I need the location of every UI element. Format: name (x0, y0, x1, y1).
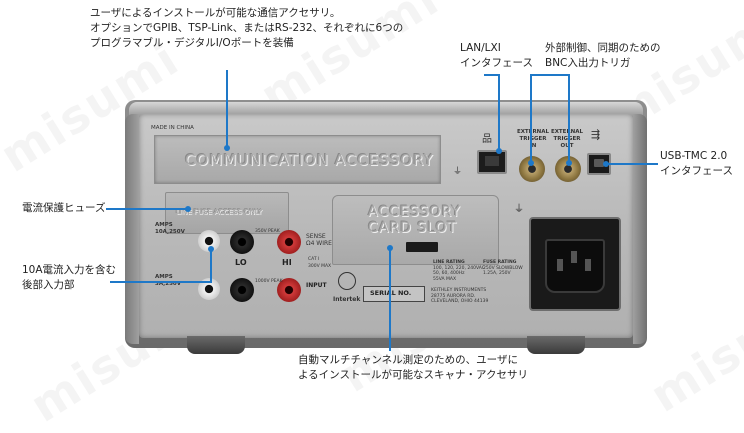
card-slot-line1: ACCESSORY (368, 204, 461, 220)
leader-trigger-v2 (568, 74, 570, 162)
ext-trigger-in-label: EXTERNAL TRIGGER IN (516, 129, 550, 149)
lo-jack-bottom[interactable] (230, 278, 254, 302)
sense-label: SENSE Ω4 WIRE (306, 233, 332, 247)
leader-dot (387, 245, 393, 251)
leader-dot (528, 160, 534, 166)
card-slot-line2: CARD SLOT (368, 220, 458, 236)
power-inlet-socket (545, 239, 605, 293)
hi-jack-top[interactable] (277, 230, 301, 254)
lo-jack-top[interactable] (230, 230, 254, 254)
communication-accessory-slot[interactable]: COMMUNICATION ACCESSORY (154, 135, 441, 184)
lo-label: LO (235, 258, 247, 267)
usb-icon: ⇶ (591, 128, 601, 141)
v350-label: 350V PEAK (255, 229, 280, 234)
leader-fuse (106, 208, 188, 210)
leader-trigger-v1 (530, 74, 532, 162)
leader-dot (208, 246, 214, 252)
leader-comm-accessory (226, 70, 228, 149)
leader-usb (605, 163, 658, 165)
serial-number-box: SERIAL NO. (363, 286, 425, 302)
callout-comm-accessory: ユーザによるインストールが可能な通信アクセサリ。 オプションでGPIB、TSP-… (90, 7, 404, 49)
lan-port[interactable] (477, 150, 507, 174)
fuse-cover-text: LINE FUSE ACCESS ONLY (176, 208, 263, 216)
chassis-ground-icon: ⏚ (514, 204, 524, 215)
leader-amps-h (110, 281, 212, 283)
fuse-cover[interactable]: LINE FUSE ACCESS ONLY (165, 192, 289, 234)
callout-fuse: 電流保護ヒューズ (22, 202, 106, 214)
fuse-rating: FUSE RATING 250V SLOWBLOW 1.25A, 250V (483, 260, 523, 276)
certification-mark (338, 272, 356, 290)
callout-trigger: 外部制御、同期のための BNC入出力トリガ (545, 42, 661, 69)
amps-3a-jack[interactable] (198, 278, 220, 300)
leader-lan-h (484, 74, 500, 76)
amps-10a-label: AMPS 10A,250V (155, 222, 185, 235)
hi-jack-bottom[interactable] (277, 278, 301, 302)
power-inlet[interactable] (529, 217, 621, 311)
leader-dot (496, 148, 502, 154)
line-rating: LINE RATING 100, 120, 220, 240VAC 50, 60… (433, 260, 485, 282)
instrument-rear-panel: MADE IN CHINA COMMUNICATION ACCESSORY ⏚ … (125, 100, 647, 354)
leader-dot (185, 206, 191, 212)
made-in-label: MADE IN CHINA (151, 125, 194, 131)
leader-dot (566, 160, 572, 166)
right-foot (527, 336, 585, 354)
ext-trigger-out-label: EXTERNAL TRIGGER OUT (550, 129, 584, 149)
hi-label: HI (282, 258, 292, 267)
amps-10a-jack[interactable] (198, 230, 220, 252)
v1000-label: 1000V PEAK (255, 279, 283, 284)
intertek-label: Intertek (333, 296, 361, 303)
lan-network-icon: 品 (482, 134, 492, 145)
watermark: misumi (641, 271, 744, 423)
communication-slot-label: COMMUNICATION ACCESSORY (185, 151, 434, 169)
callout-scanner: 自動マルチチャンネル測定のための、ユーザに よるインストールが可能なスキャナ・ア… (298, 354, 528, 381)
card-slot-connector (406, 242, 438, 252)
leader-dot (603, 161, 609, 167)
leader-dot (224, 145, 230, 151)
callout-amps: 10A電流入力を含む 後部入力部 (22, 264, 117, 291)
leader-lan-v (498, 74, 500, 150)
amps-3a-label: AMPS 3A,250V (155, 274, 182, 287)
callout-lan: LAN/LXI インタフェース (460, 42, 533, 69)
left-foot (187, 336, 245, 354)
input-label: INPUT (306, 282, 327, 289)
leader-trigger-h (530, 74, 570, 76)
left-side (125, 114, 139, 344)
leader-amps-v (210, 248, 212, 283)
cat-label: CAT I 300V MAX (308, 257, 332, 269)
manufacturer-address: KEITHLEY INSTRUMENTS 28775 AURORA RD. CL… (431, 288, 489, 304)
ground-icon: ⏚ (453, 167, 463, 177)
right-side (633, 114, 647, 344)
accessory-card-slot[interactable]: ACCESSORY CARD SLOT (332, 195, 499, 265)
leader-scanner (389, 247, 391, 351)
callout-usb: USB-TMC 2.0 インタフェース (660, 150, 733, 177)
top-rim (129, 102, 643, 116)
